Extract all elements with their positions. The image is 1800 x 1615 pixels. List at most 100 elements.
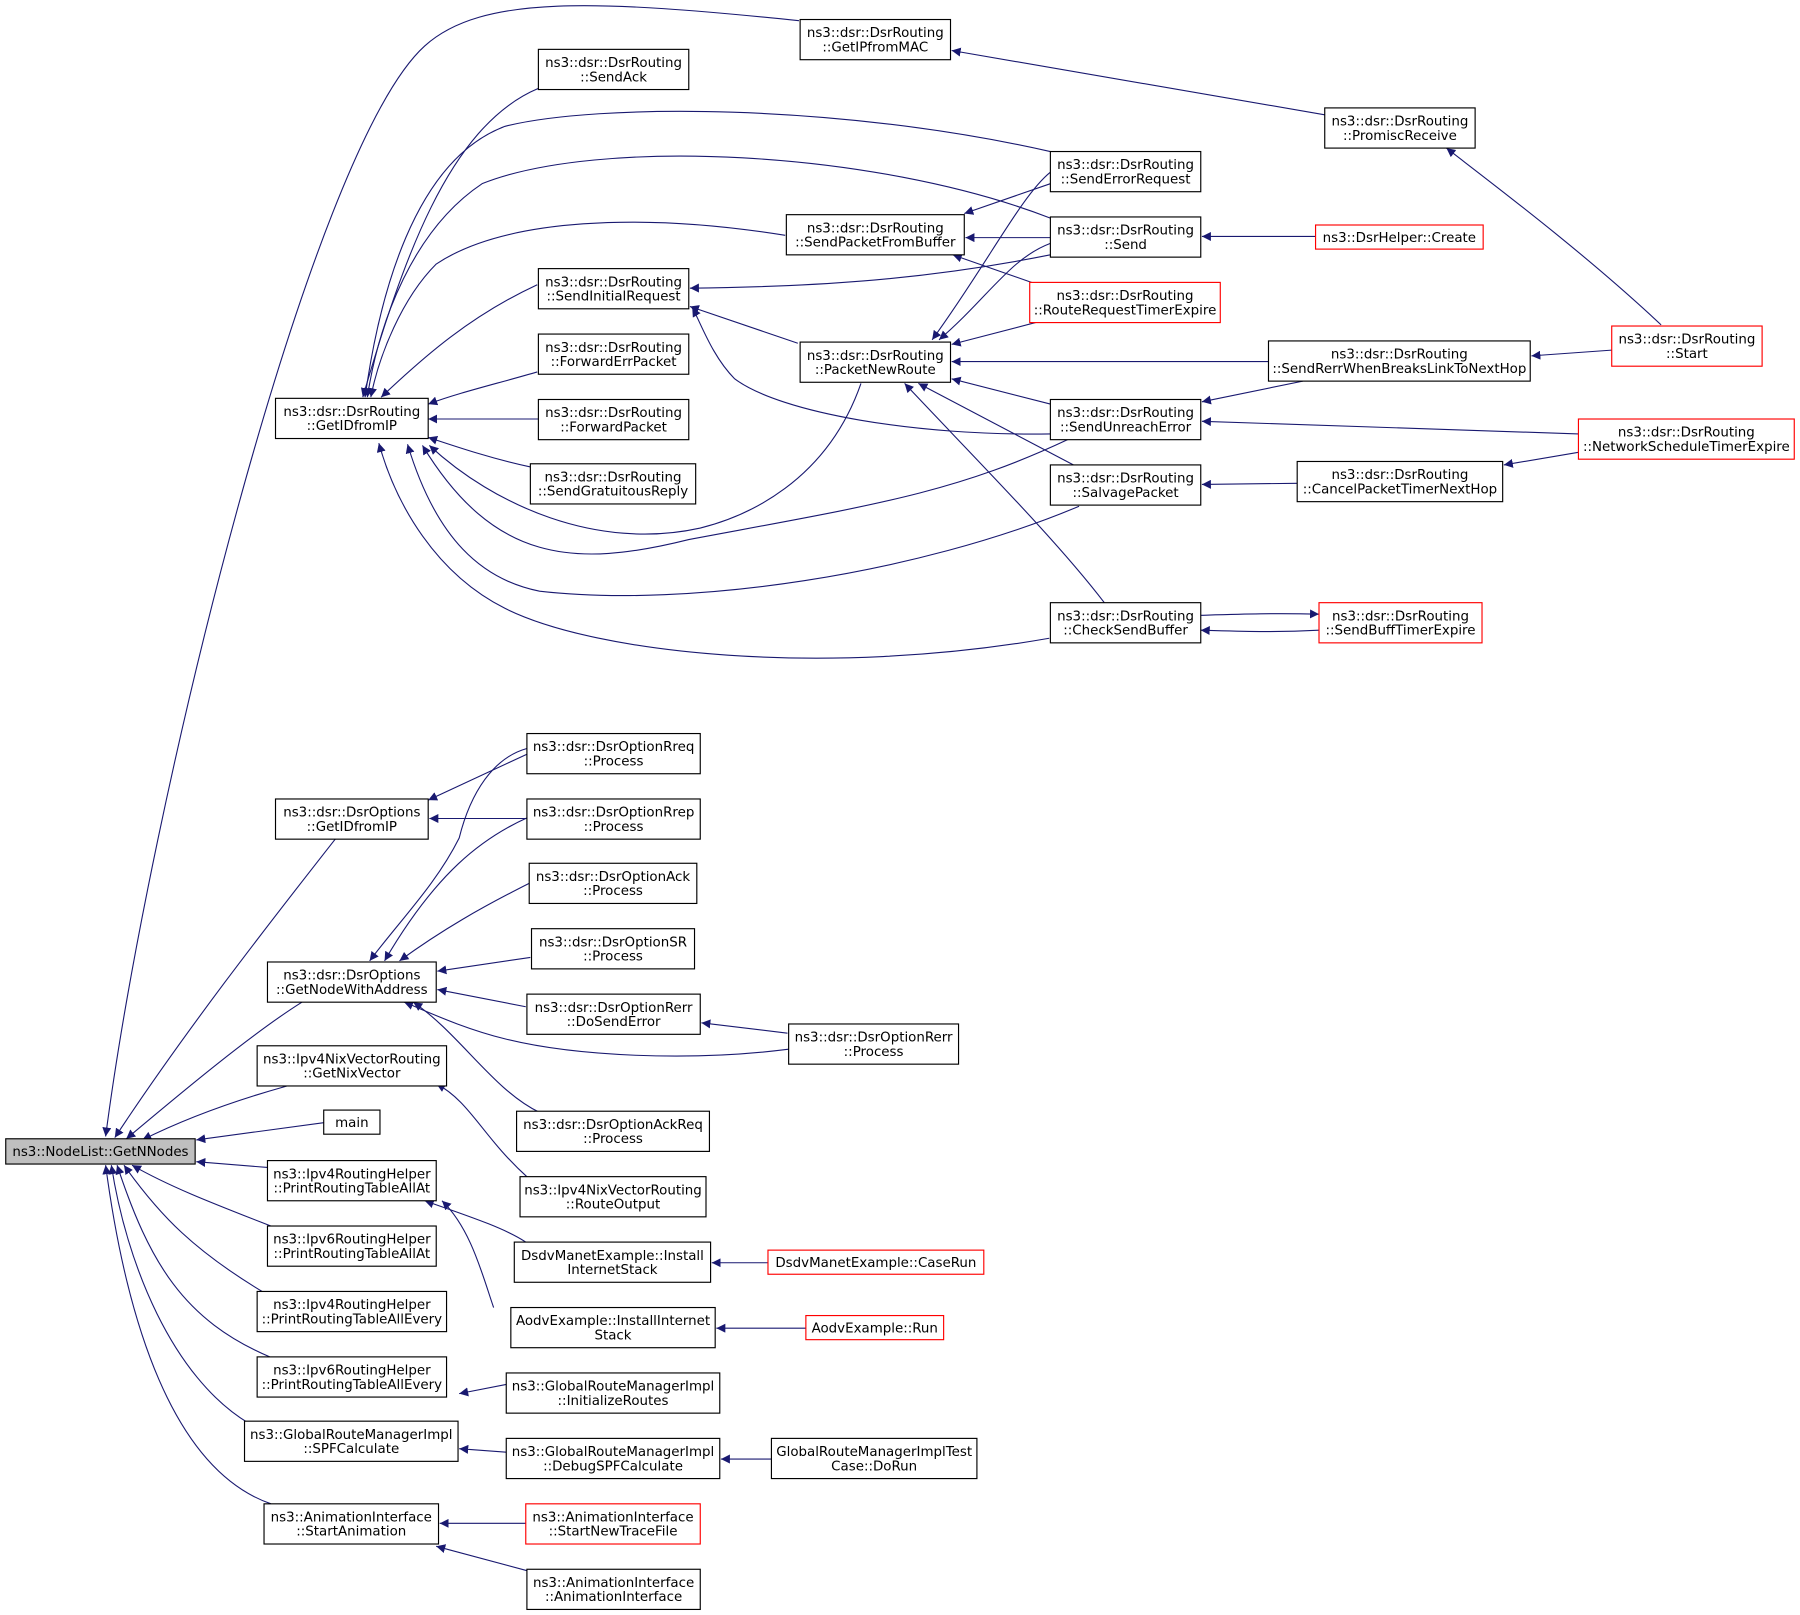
- node-checksendbuffer[interactable]: ns3::dsr::DsrRouting::CheckSendBuffer: [1049, 602, 1202, 644]
- node-box[interactable]: [537, 48, 690, 91]
- node-getidfromip[interactable]: ns3::dsr::DsrRouting::GetIDfromIP: [274, 397, 429, 440]
- node-optionrrep[interactable]: ns3::dsr::DsrOptionRrep::Process: [526, 798, 701, 840]
- node-packetnewroute[interactable]: ns3::dsr::DsrRouting::PacketNewRoute: [799, 341, 952, 383]
- node-debugspfcalculate[interactable]: ns3::GlobalRouteManagerImpl::DebugSPFCal…: [505, 1437, 721, 1480]
- node-ipv6printevery[interactable]: ns3::Ipv6RoutingHelper::PrintRoutingTabl…: [256, 1356, 448, 1398]
- node-box[interactable]: [1029, 281, 1221, 324]
- node-initializeroutes[interactable]: ns3::GlobalRouteManagerImpl::InitializeR…: [505, 1372, 721, 1414]
- node-box[interactable]: [537, 333, 690, 375]
- node-box[interactable]: [805, 1314, 945, 1341]
- node-box[interactable]: [1314, 224, 1484, 250]
- node-optionrerrdosenderror[interactable]: ns3::dsr::DsrOptionRerr::DoSendError: [526, 993, 701, 1035]
- node-sendunreacherror[interactable]: ns3::dsr::DsrRouting::SendUnreachError: [1049, 398, 1202, 441]
- node-box[interactable]: [1318, 602, 1483, 644]
- node-box[interactable]: [770, 1437, 978, 1480]
- node-box[interactable]: [274, 798, 429, 840]
- node-box[interactable]: [256, 1356, 448, 1398]
- node-box[interactable]: [505, 1437, 721, 1480]
- node-send[interactable]: ns3::dsr::DsrRouting::Send: [1049, 216, 1202, 258]
- node-box[interactable]: [266, 1160, 437, 1202]
- node-box[interactable]: [1611, 325, 1763, 367]
- node-startanimation[interactable]: ns3::AnimationInterface::StartAnimation: [263, 1503, 440, 1545]
- node-animationinterface[interactable]: ns3::AnimationInterface::AnimationInterf…: [526, 1568, 701, 1611]
- node-main[interactable]: main: [323, 1109, 381, 1135]
- node-box[interactable]: [537, 268, 690, 310]
- node-box[interactable]: [513, 1241, 712, 1283]
- node-box[interactable]: [243, 1420, 459, 1462]
- node-box[interactable]: [505, 1372, 721, 1414]
- node-box[interactable]: [1049, 398, 1202, 441]
- node-sendack[interactable]: ns3::dsr::DsrRouting::SendAck: [537, 48, 690, 91]
- node-getnodewithaddress[interactable]: ns3::dsr::DsrOptions::GetNodeWithAddress: [266, 961, 437, 1003]
- node-salvagepacket[interactable]: ns3::dsr::DsrRouting::SalvagePacket: [1049, 464, 1202, 506]
- node-optionack[interactable]: ns3::dsr::DsrOptionAck::Process: [528, 862, 698, 905]
- node-box[interactable]: [256, 1290, 448, 1333]
- node-box[interactable]: [785, 214, 965, 256]
- node-box[interactable]: [1049, 216, 1202, 258]
- node-box[interactable]: [528, 862, 698, 905]
- node-box[interactable]: [5, 1138, 196, 1165]
- node-aodvrun[interactable]: AodvExample::Run: [805, 1314, 945, 1341]
- node-box[interactable]: [526, 732, 701, 775]
- node-box[interactable]: [526, 798, 701, 840]
- node-sendrerrwhenbreaks[interactable]: ns3::dsr::DsrRouting::SendRerrWhenBreaks…: [1267, 340, 1531, 382]
- node-ipv4printevery[interactable]: ns3::Ipv4RoutingHelper::PrintRoutingTabl…: [256, 1290, 448, 1333]
- node-box[interactable]: [519, 1176, 707, 1218]
- node-optionsgetidfromip[interactable]: ns3::dsr::DsrOptions::GetIDfromIP: [274, 798, 429, 840]
- node-box[interactable]: [256, 1045, 448, 1087]
- node-promiscreceive[interactable]: ns3::dsr::DsrRouting::PromiscReceive: [1324, 107, 1476, 149]
- node-box[interactable]: [516, 1110, 711, 1152]
- node-dsdvcaserun[interactable]: DsdvManetExample::CaseRun: [767, 1249, 985, 1275]
- node-box[interactable]: [1296, 460, 1504, 503]
- node-box[interactable]: [799, 341, 952, 383]
- node-sendinitialrequest[interactable]: ns3::dsr::DsrRouting::SendInitialRequest: [537, 268, 690, 310]
- node-box[interactable]: [274, 397, 429, 440]
- node-sendpacketfrombuffer[interactable]: ns3::dsr::DsrRouting::SendPacketFromBuff…: [785, 214, 965, 256]
- node-senderrorrequest[interactable]: ns3::dsr::DsrRouting::SendErrorRequest: [1049, 150, 1202, 193]
- node-cancelpackettimernexthop[interactable]: ns3::dsr::DsrRouting::CancelPacketTimerN…: [1296, 460, 1504, 503]
- node-box[interactable]: [1577, 418, 1795, 460]
- node-box[interactable]: [510, 1306, 716, 1349]
- node-ipv6printat[interactable]: ns3::Ipv6RoutingHelper::PrintRoutingTabl…: [266, 1225, 437, 1267]
- node-box[interactable]: [525, 1503, 701, 1545]
- node-optionrerrprocess[interactable]: ns3::dsr::DsrOptionRerr::Process: [788, 1023, 960, 1065]
- node-optionackreq[interactable]: ns3::dsr::DsrOptionAckReq::Process: [516, 1110, 711, 1152]
- node-sendbufftimerexpire[interactable]: ns3::dsr::DsrRouting::SendBuffTimerExpir…: [1318, 602, 1483, 644]
- node-box[interactable]: [263, 1503, 440, 1545]
- node-box[interactable]: [537, 398, 690, 441]
- node-box[interactable]: [788, 1023, 960, 1065]
- node-sendgratuitousreply[interactable]: ns3::dsr::DsrRouting::SendGratuitousRepl…: [529, 463, 697, 505]
- node-box[interactable]: [529, 463, 697, 505]
- node-box[interactable]: [799, 18, 952, 61]
- node-box[interactable]: [1324, 107, 1476, 149]
- node-box[interactable]: [266, 961, 437, 1003]
- node-box[interactable]: [1049, 464, 1202, 506]
- node-getnixvector[interactable]: ns3::Ipv4NixVectorRouting::GetNixVector: [256, 1045, 448, 1087]
- node-dsrhelpercreate[interactable]: ns3::DsrHelper::Create: [1314, 224, 1484, 250]
- node-getipfrommac[interactable]: ns3::dsr::DsrRouting::GetIPfromMAC: [799, 18, 952, 61]
- node-optionsr[interactable]: ns3::dsr::DsrOptionSR::Process: [530, 928, 696, 970]
- node-box[interactable]: [530, 928, 696, 970]
- node-box[interactable]: [1049, 150, 1202, 193]
- node-box[interactable]: [266, 1225, 437, 1267]
- node-routerequesttimerexpire[interactable]: ns3::dsr::DsrRouting::RouteRequestTimerE…: [1029, 281, 1221, 324]
- node-spfcalculate[interactable]: ns3::GlobalRouteManagerImpl::SPFCalculat…: [243, 1420, 459, 1462]
- node-box[interactable]: [526, 1568, 701, 1611]
- node-forwarderrpacket[interactable]: ns3::dsr::DsrRouting::ForwardErrPacket: [537, 333, 690, 375]
- node-ipv4printat[interactable]: ns3::Ipv4RoutingHelper::PrintRoutingTabl…: [266, 1160, 437, 1202]
- node-box[interactable]: [526, 993, 701, 1035]
- node-box[interactable]: [1267, 340, 1531, 382]
- node-startnewtracefile[interactable]: ns3::AnimationInterface::StartNewTraceFi…: [525, 1503, 701, 1545]
- node-optionrreq[interactable]: ns3::dsr::DsrOptionRreq::Process: [526, 732, 701, 775]
- node-forwardpacket[interactable]: ns3::dsr::DsrRouting::ForwardPacket: [537, 398, 690, 441]
- node-box[interactable]: [767, 1249, 985, 1275]
- node-getnnodes[interactable]: ns3::NodeList::GetNNodes: [5, 1138, 196, 1165]
- node-networkscheduletimerexpire[interactable]: ns3::dsr::DsrRouting::NetworkScheduleTim…: [1577, 418, 1795, 460]
- node-box[interactable]: [323, 1109, 381, 1135]
- node-routeoutput[interactable]: ns3::Ipv4NixVectorRouting::RouteOutput: [519, 1176, 707, 1218]
- node-box[interactable]: [1049, 602, 1202, 644]
- node-start[interactable]: ns3::dsr::DsrRouting::Start: [1611, 325, 1763, 367]
